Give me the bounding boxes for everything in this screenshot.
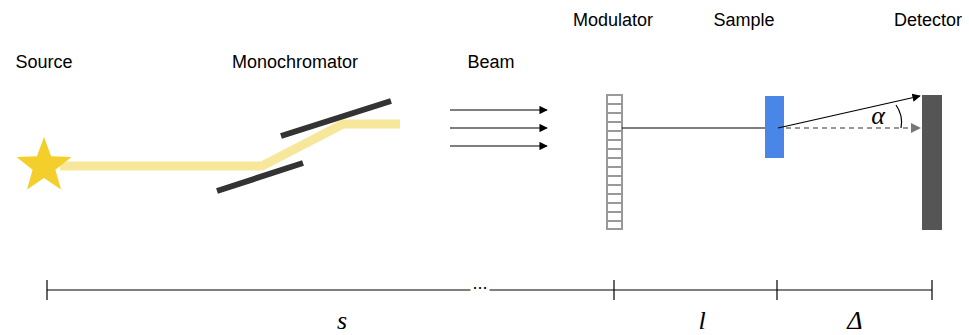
angle-label: α [869,102,887,131]
light-beam [60,124,400,166]
grating-slat [607,220,622,222]
grating-slat [607,139,622,141]
dimension-label: s [335,307,349,335]
grating-slat [607,130,622,132]
mirror [281,101,391,136]
source-star [16,137,71,190]
grating-slat [607,175,622,177]
grating-slat [607,211,622,213]
beam-line [622,127,776,128]
direct-ray [786,127,920,129]
part-label: Modulator [571,11,655,31]
scattered-ray [778,96,920,128]
modulator-grating [607,95,622,229]
part-label: Sample [711,11,776,31]
mirror [217,163,303,191]
grating-slat [607,184,622,186]
beam-arrow [450,109,547,110]
grating-slat [607,103,622,105]
beam-arrow [450,145,547,146]
grating-slat [607,112,622,114]
grating-slat [607,148,622,150]
part-label: Beam [465,53,516,73]
grating-slat [607,157,622,159]
part-label: Monochromator [230,53,360,73]
beam-arrow [450,127,547,128]
grating-slat [607,166,622,168]
part-label: Detector [892,11,964,31]
dimension-label: Δ [845,307,864,335]
angle-arc [896,105,902,128]
grating-slat [607,202,622,204]
dimension-label: l [696,307,707,335]
grating-slat [607,121,622,123]
grating-slat [607,193,622,195]
gap-mark: ... [470,274,489,294]
part-label: Source [13,53,74,73]
detector-plate [922,95,942,230]
